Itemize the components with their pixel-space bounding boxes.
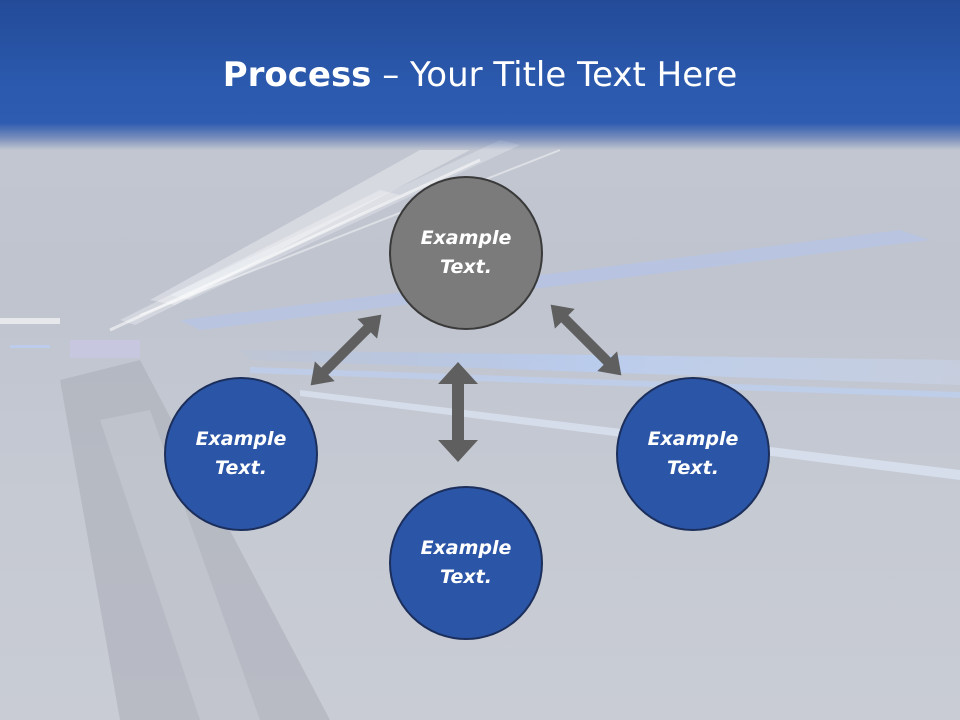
node-bottom-line2: Text. xyxy=(440,566,492,588)
node-bottom-line1: Example xyxy=(420,537,512,559)
title-bar xyxy=(0,0,960,150)
title-bold: Process xyxy=(222,55,372,95)
node-left-line2: Text. xyxy=(215,457,267,479)
node-top-line1: Example xyxy=(420,227,512,249)
arrow-vertical xyxy=(438,362,478,462)
node-top-line2: Text. xyxy=(440,256,492,278)
node-right-line2: Text. xyxy=(667,457,719,479)
slide-title: Process – Your Title Text Here xyxy=(0,52,960,98)
arrow-top-left xyxy=(310,314,382,386)
title-rest: – Your Title Text Here xyxy=(371,55,738,95)
node-left-line1: Example xyxy=(195,428,287,450)
arrow-top-right xyxy=(550,304,622,376)
node-right-line1: Example xyxy=(647,428,739,450)
